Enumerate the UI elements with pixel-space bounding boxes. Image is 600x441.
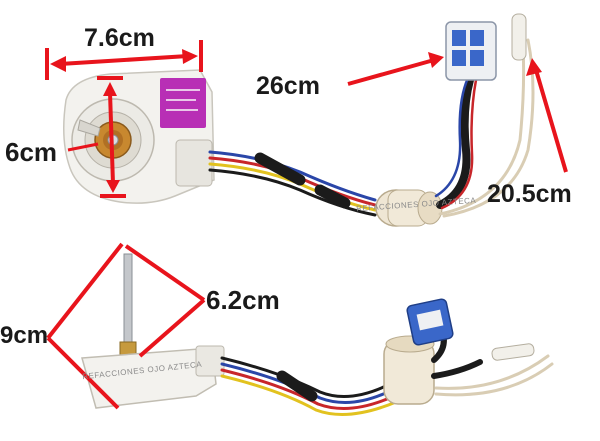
fan-motor-bottom [81, 253, 225, 409]
width-dimension-arrow [45, 40, 203, 80]
sensor-cable-label: 20.5cm [487, 180, 572, 208]
plug-top [375, 189, 443, 227]
dimension-annotations [45, 40, 568, 410]
shaft-dimension-bracket [124, 244, 206, 358]
cable-harness-bottom [220, 356, 398, 416]
plug-bottom [383, 335, 435, 405]
height-label: 6cm [5, 137, 58, 167]
shaft-label: 6.2cm [206, 285, 280, 315]
sensor-bottom [491, 343, 535, 361]
connector-top [445, 21, 497, 81]
connector-bottom [406, 298, 454, 346]
cable-harness-top [208, 150, 377, 217]
connector-cable-label: 26cm [256, 72, 320, 100]
width-label: 7.6cm [84, 24, 155, 52]
total-height-bracket [46, 242, 124, 410]
total-height-label: 9cm [0, 322, 49, 349]
fan-motor-top [63, 69, 215, 204]
height-dimension-arrow [67, 76, 126, 198]
sensor-top [511, 13, 527, 61]
connector-length-arrow [347, 52, 444, 86]
sensor-length-arrow [526, 58, 568, 173]
